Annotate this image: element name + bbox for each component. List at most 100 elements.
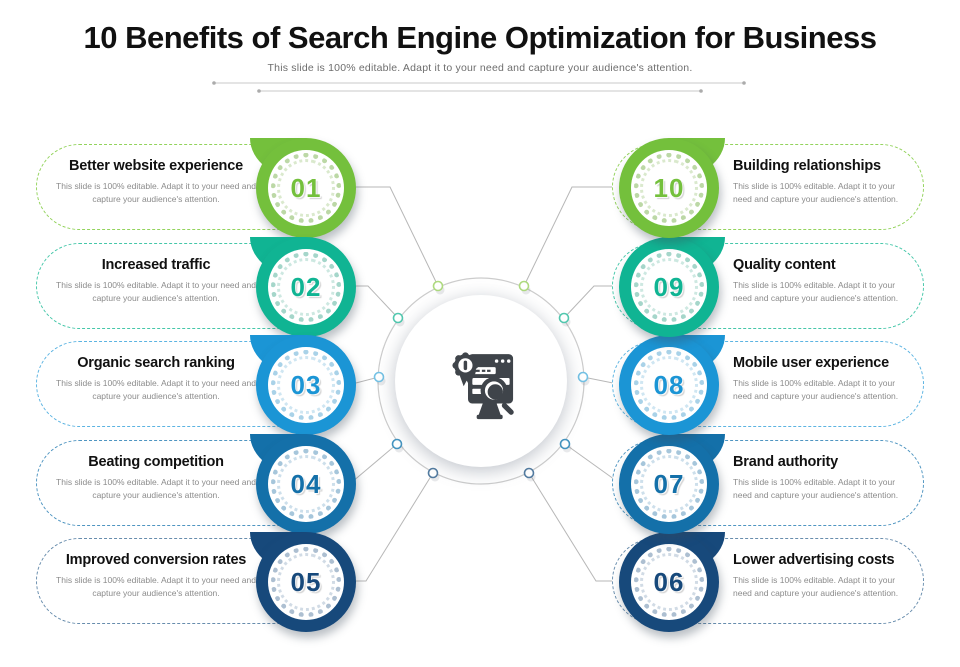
connector-line (528, 472, 618, 582)
badge-dotted-ring (271, 153, 341, 223)
hub-node-dot (518, 280, 530, 292)
badge-inner-circle: 04 (268, 446, 344, 522)
badge-number: 05 (290, 566, 322, 597)
badge-inner-circle: 06 (631, 544, 707, 620)
number-badge: 05 (256, 532, 356, 632)
benefit-card: Mobile user experience This slide is 100… (612, 335, 924, 435)
badge-dotted-ring (271, 350, 341, 420)
benefit-card: Increased traffic This slide is 100% edi… (36, 237, 356, 337)
benefit-card: Organic search ranking This slide is 100… (36, 335, 356, 435)
page-subtitle: This slide is 100% editable. Adapt it to… (267, 62, 693, 74)
benefit-text-block: Brand authority This slide is 100% edita… (733, 454, 915, 502)
hub-node-dot (391, 438, 403, 450)
connector-line (351, 443, 398, 483)
hub-node-dot (558, 312, 570, 324)
benefit-desc: This slide is 100% editable. Adapt it to… (56, 378, 256, 401)
benefit-text-block: Quality content This slide is 100% edita… (733, 257, 915, 305)
benefit-card: Lower advertising costs This slide is 10… (612, 532, 924, 632)
benefit-card: Better website experience This slide is … (36, 138, 356, 238)
award-ribbon-icon (452, 352, 479, 387)
hub-node-dot (373, 371, 385, 383)
badge-number: 02 (290, 271, 322, 302)
badge-dotted-ring (634, 350, 704, 420)
benefit-desc: This slide is 100% editable. Adapt it to… (56, 477, 256, 500)
benefit-title: Brand authority (733, 454, 838, 470)
benefit-card: Building relationships This slide is 100… (612, 138, 924, 238)
benefit-text-block: Mobile user experience This slide is 100… (733, 355, 915, 403)
badge-number: 04 (290, 468, 322, 499)
benefit-text-block: Better website experience This slide is … (49, 158, 263, 206)
badge-number: 03 (290, 369, 322, 400)
benefit-text-block: Building relationships This slide is 100… (733, 158, 915, 206)
badge-inner-circle: 09 (631, 249, 707, 325)
badge-dotted-ring (634, 449, 704, 519)
badge-dotted-ring (634, 252, 704, 322)
benefit-desc: This slide is 100% editable. Adapt it to… (733, 477, 899, 500)
hub-circle (395, 295, 567, 467)
divider-end-dot (257, 89, 261, 93)
badge-inner-circle: 07 (631, 446, 707, 522)
badge-number: 10 (653, 172, 685, 203)
connector-line (352, 285, 399, 319)
benefit-title: Quality content (733, 257, 836, 273)
connector-line (352, 186, 439, 287)
badge-dotted-ring (271, 252, 341, 322)
divider-end-dot (212, 81, 216, 85)
hub-node-dot (523, 467, 535, 479)
hub-node-dot (427, 467, 439, 479)
badge-inner-circle: 08 (631, 347, 707, 423)
badge-dotted-ring (271, 449, 341, 519)
benefit-card: Improved conversion rates This slide is … (36, 532, 356, 632)
badge-inner-circle: 05 (268, 544, 344, 620)
number-badge: 07 (619, 434, 719, 534)
benefit-desc: This slide is 100% editable. Adapt it to… (733, 181, 899, 204)
connector-line (523, 186, 618, 287)
benefit-card: Quality content This slide is 100% edita… (612, 237, 924, 337)
benefit-text-block: Increased traffic This slide is 100% edi… (49, 257, 263, 305)
badge-number: 09 (653, 271, 685, 302)
number-badge: 01 (256, 138, 356, 238)
benefit-title: Mobile user experience (733, 355, 889, 371)
hub-node-dot (392, 312, 404, 324)
benefit-title: Beating competition (88, 454, 224, 470)
benefit-title: Better website experience (69, 158, 243, 174)
benefit-desc: This slide is 100% editable. Adapt it to… (56, 280, 256, 303)
benefit-card: Beating competition This slide is 100% e… (36, 434, 356, 534)
divider-end-dot (742, 81, 746, 85)
benefit-title: Building relationships (733, 158, 881, 174)
badge-number: 07 (653, 468, 685, 499)
benefit-title: Lower advertising costs (733, 552, 895, 568)
benefit-title: Organic search ranking (77, 355, 235, 371)
benefit-text-block: Lower advertising costs This slide is 10… (733, 552, 915, 600)
benefit-title: Increased traffic (101, 257, 211, 273)
badge-dotted-ring (271, 547, 341, 617)
number-badge: 08 (619, 335, 719, 435)
connector-line (564, 443, 619, 483)
benefit-text-block: Beating competition This slide is 100% e… (49, 454, 263, 502)
badge-inner-circle: 03 (268, 347, 344, 423)
hub-node-dot (432, 280, 444, 292)
hub-node-dot (577, 371, 589, 383)
badge-inner-circle: 10 (631, 150, 707, 226)
badge-number: 01 (290, 172, 322, 203)
benefit-text-block: Improved conversion rates This slide is … (49, 552, 263, 600)
benefit-desc: This slide is 100% editable. Adapt it to… (733, 378, 899, 401)
connector-line (352, 472, 434, 582)
number-badge: 04 (256, 434, 356, 534)
magnifier-icon (480, 377, 514, 415)
badge-number: 06 (653, 566, 685, 597)
number-badge: 09 (619, 237, 719, 337)
badge-dotted-ring (634, 547, 704, 617)
benefit-desc: This slide is 100% editable. Adapt it to… (56, 575, 256, 598)
benefit-text-block: Organic search ranking This slide is 100… (49, 355, 263, 403)
badge-inner-circle: 02 (268, 249, 344, 325)
seo-search-award-monitor-icon (452, 352, 514, 420)
benefit-card: Brand authority This slide is 100% edita… (612, 434, 924, 534)
benefit-desc: This slide is 100% editable. Adapt it to… (56, 181, 256, 204)
divider-end-dot (699, 89, 703, 93)
badge-number: 08 (653, 369, 685, 400)
number-badge: 06 (619, 532, 719, 632)
number-badge: 02 (256, 237, 356, 337)
